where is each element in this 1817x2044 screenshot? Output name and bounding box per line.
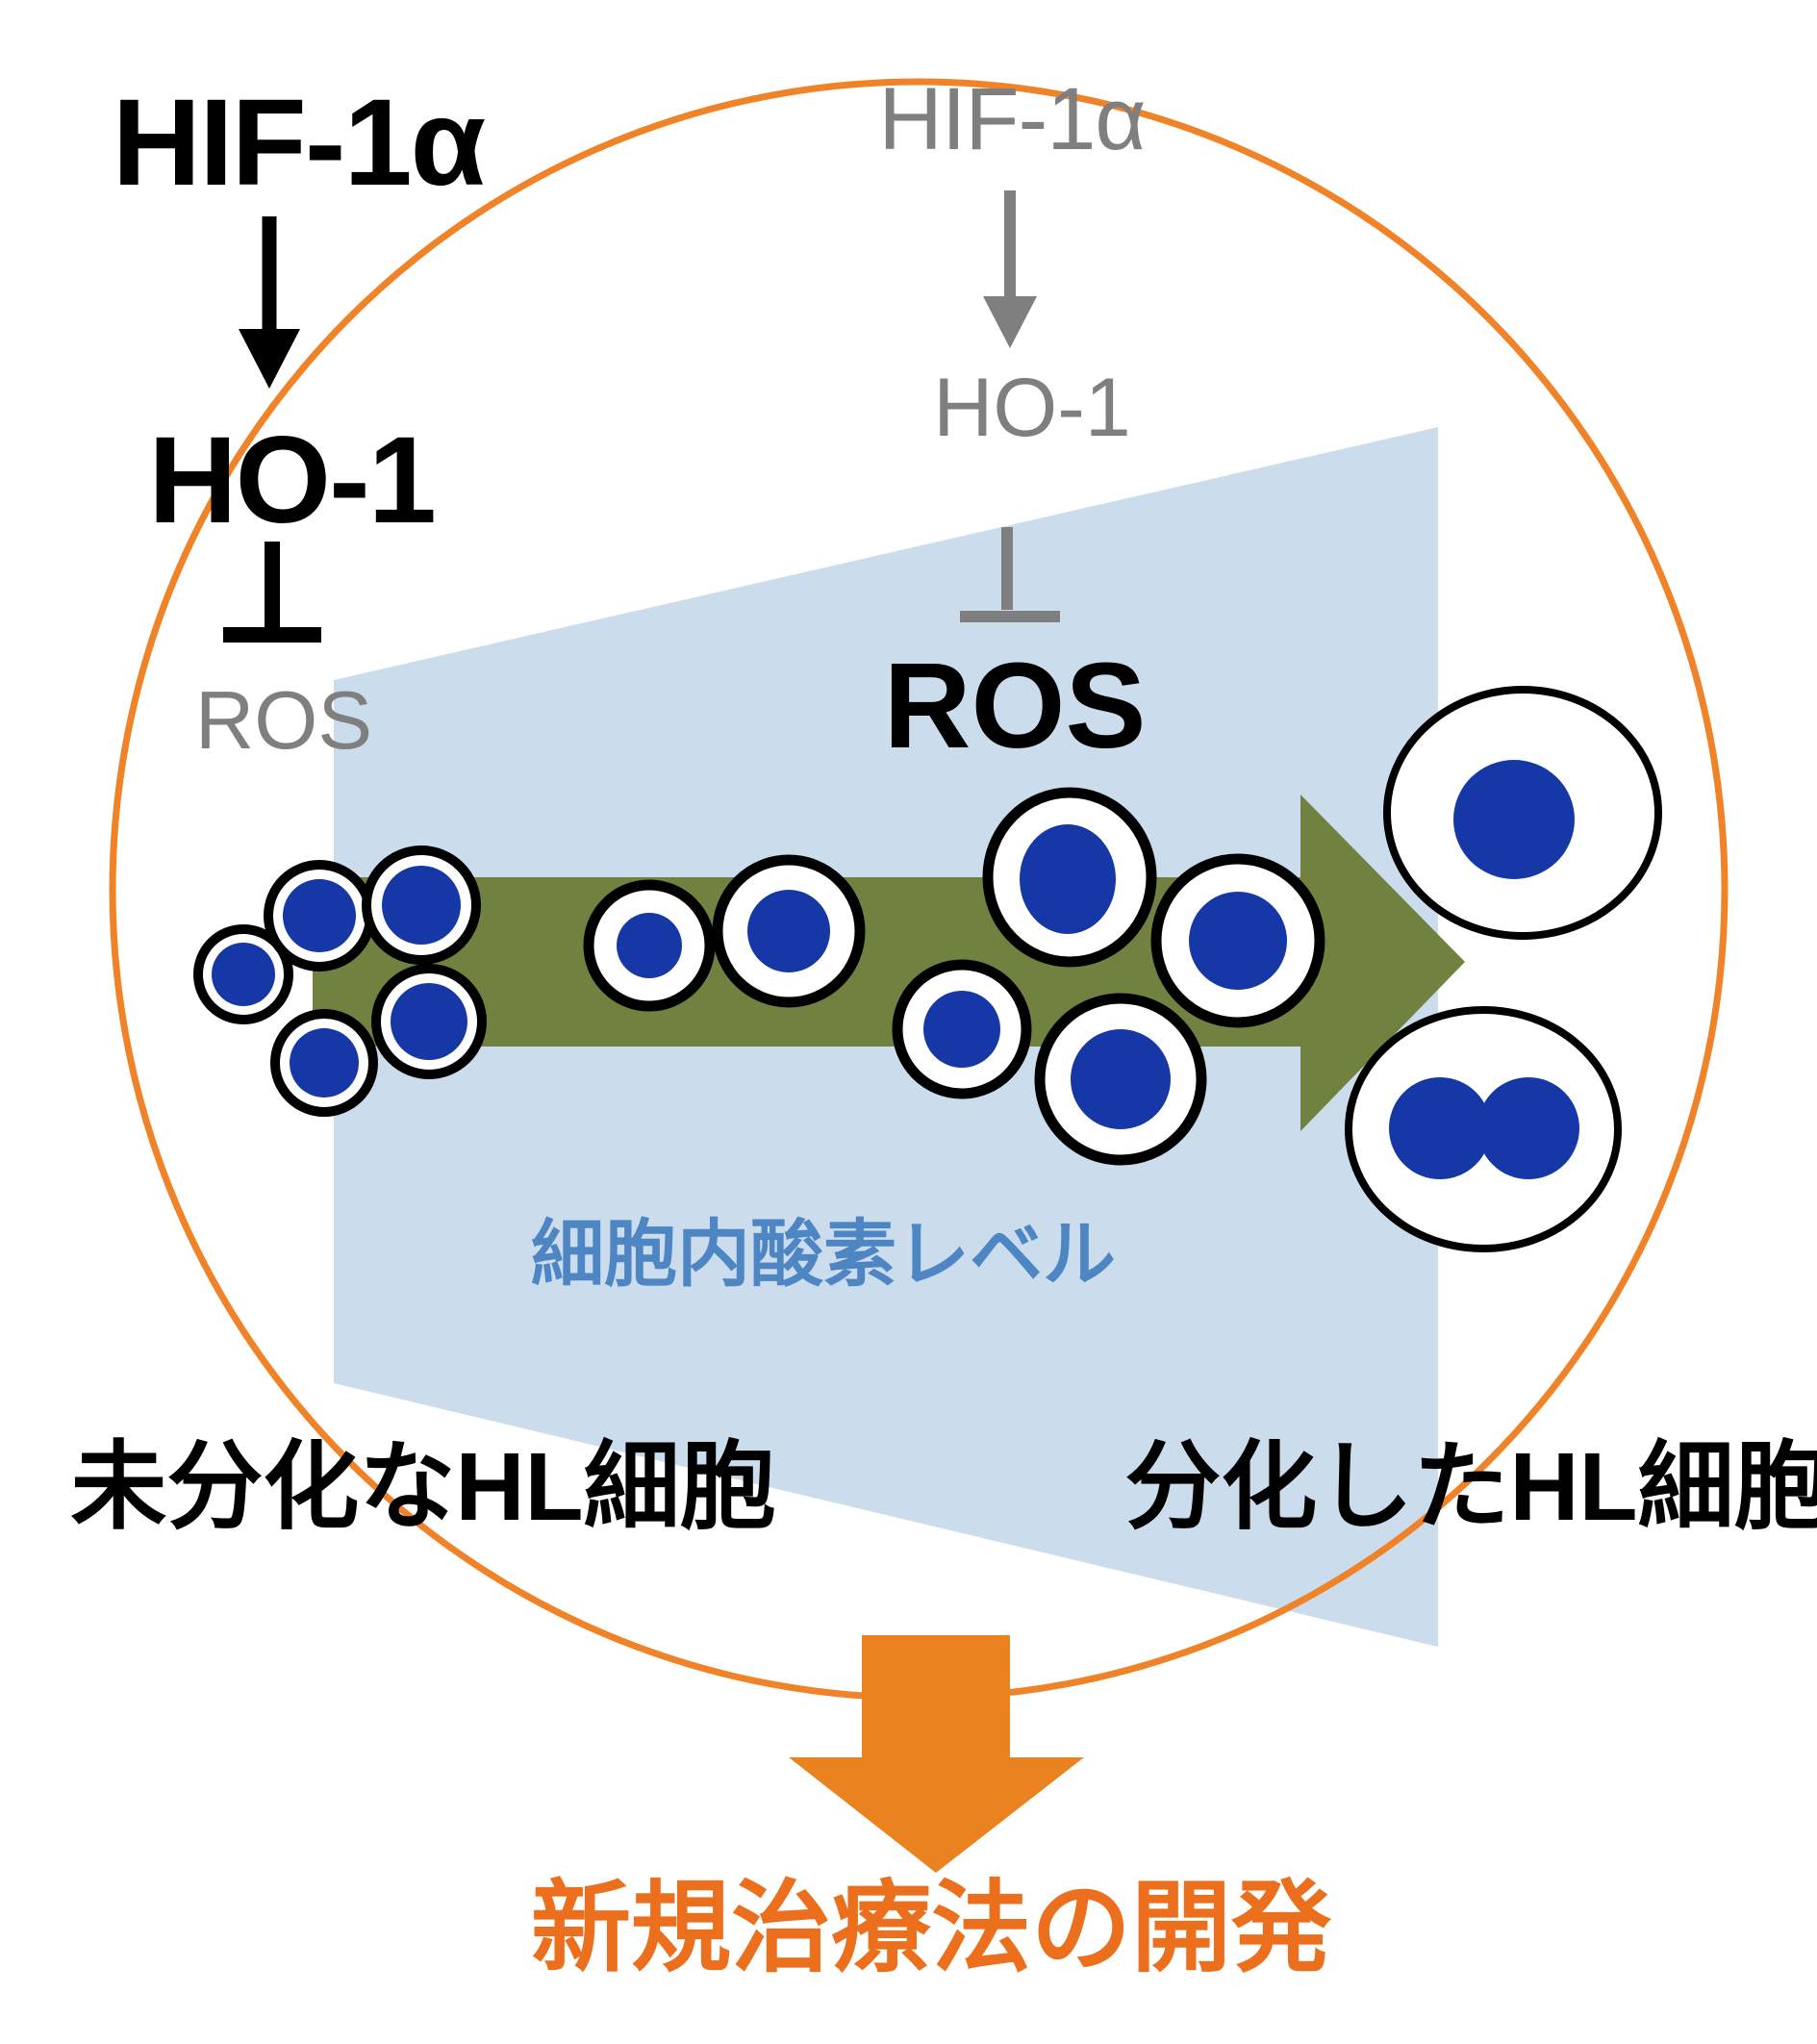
cell-nucleus xyxy=(1477,1077,1579,1179)
induction-arrow-gray xyxy=(983,190,1037,348)
induction-arrow-black xyxy=(239,216,300,389)
cell-nucleus xyxy=(1389,1077,1491,1179)
hl-cell xyxy=(1345,1006,1622,1252)
inhibition-symbol-gray xyxy=(960,527,1060,622)
ros-label-left: ROS xyxy=(195,675,372,767)
hl-cell xyxy=(892,959,1032,1099)
hl-cell xyxy=(1034,993,1207,1166)
new-therapy-label: 新規治療法の開発 xyxy=(531,1873,1332,1984)
cell-nucleus xyxy=(1071,1029,1171,1129)
outcome-arrow xyxy=(789,1635,1084,1873)
cell-nucleus xyxy=(617,913,682,978)
hl-cell xyxy=(712,854,866,1008)
ros-label-center: ROS xyxy=(883,638,1146,773)
hl-cell xyxy=(371,964,487,1079)
differentiation-arrow xyxy=(313,795,1465,1131)
ho1-label-left: HO-1 xyxy=(148,412,435,549)
differentiated-cells-label: 分化したHL細胞 xyxy=(1124,1433,1817,1541)
cell-nucleus xyxy=(923,991,1000,1068)
hif1a-label-left: HIF-1α xyxy=(113,74,486,212)
hl-cell xyxy=(270,1009,378,1117)
cell-nucleus xyxy=(283,879,356,952)
oxygen-level-label: 細胞内酸素レベル xyxy=(531,1214,1116,1296)
cell-nucleus xyxy=(747,890,830,972)
cell-nucleus xyxy=(1189,892,1287,990)
cell-nucleus xyxy=(1020,824,1116,934)
hl-cells-layer xyxy=(193,686,1662,1252)
hl-cell xyxy=(362,845,481,965)
cell-nucleus xyxy=(1453,760,1575,879)
hl-cell xyxy=(982,787,1157,968)
hl-cell xyxy=(1150,853,1325,1028)
cell-nucleus xyxy=(290,1028,359,1098)
cell-nucleus xyxy=(382,866,461,945)
cell-nucleus xyxy=(212,943,275,1006)
inhibition-symbol-black xyxy=(223,542,321,643)
hl-cell xyxy=(264,860,375,972)
hl-cell xyxy=(193,924,293,1024)
hl-cell xyxy=(583,879,716,1012)
ho1-label-center: HO-1 xyxy=(933,362,1130,454)
hl-cell xyxy=(1383,686,1662,940)
hif1a-label-center: HIF-1α xyxy=(878,70,1145,168)
cell-nucleus xyxy=(391,983,467,1060)
undifferentiated-cells-label: 未分化なHL細胞 xyxy=(70,1433,775,1541)
